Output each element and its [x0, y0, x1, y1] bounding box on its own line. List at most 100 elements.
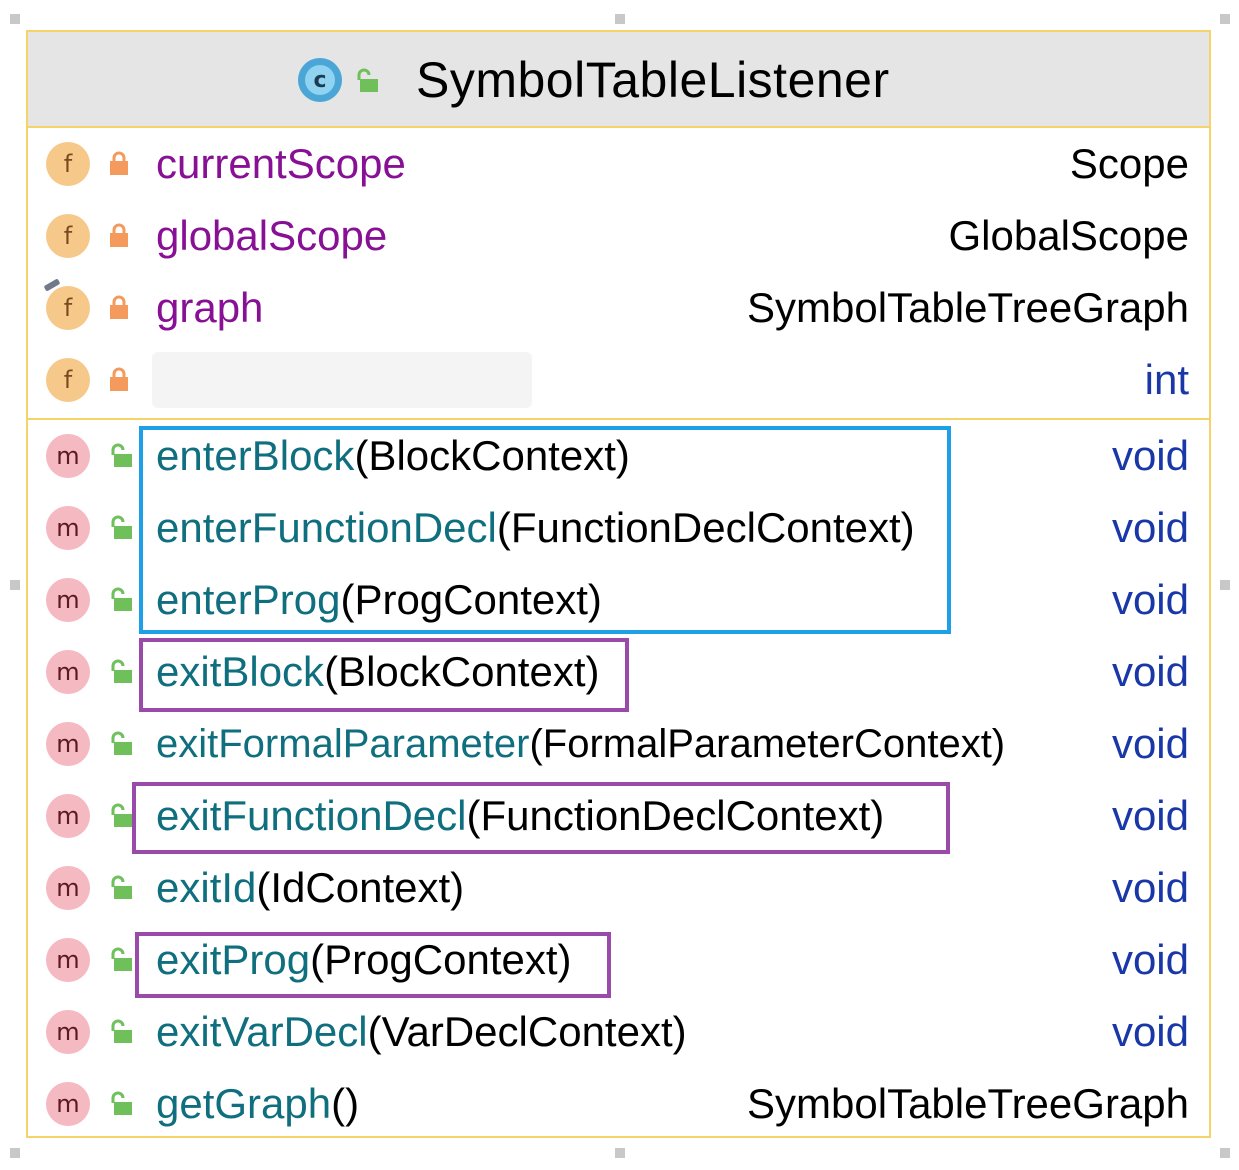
method-signature: enterProg(ProgContext)	[156, 574, 602, 626]
method-row[interactable]: m exitVarDecl(VarDeclContext) void	[28, 996, 1209, 1068]
public-lock-icon	[111, 515, 132, 539]
method-row[interactable]: m exitBlock(BlockContext) void	[28, 636, 1209, 708]
class-icon-letter: c	[305, 65, 335, 95]
method-icon: m	[46, 578, 90, 622]
field-icon: f	[46, 214, 90, 258]
field-row[interactable]: f int	[28, 344, 1209, 416]
method-row[interactable]: m enterFunctionDecl(FunctionDeclContext)…	[28, 492, 1209, 564]
method-icon: m	[46, 506, 90, 550]
public-lock-icon	[111, 875, 132, 899]
class-header[interactable]: c SymbolTableListener	[28, 32, 1209, 128]
method-params: (BlockContext)	[324, 648, 600, 695]
private-lock-icon	[110, 223, 128, 247]
public-lock-icon	[111, 659, 132, 683]
method-return-type: void	[1111, 720, 1189, 767]
resize-handle-bottom-left[interactable]	[10, 1148, 20, 1158]
resize-handle-left[interactable]	[10, 580, 20, 590]
resize-handle-top[interactable]	[615, 14, 625, 24]
method-icon: m	[46, 938, 90, 982]
public-lock-icon	[111, 731, 132, 755]
resize-handle-bottom[interactable]	[615, 1148, 625, 1158]
method-name: exitId	[156, 864, 257, 911]
method-row[interactable]: m exitFunctionDecl(FunctionDeclContext) …	[28, 780, 1209, 852]
method-signature: exitProg(ProgContext)	[156, 934, 572, 986]
field-name: currentScope	[156, 140, 406, 187]
method-name: exitFormalParameter	[156, 722, 530, 766]
field-icon: f	[46, 358, 90, 402]
method-params: (BlockContext)	[354, 432, 630, 479]
method-signature: exitFormalParameter(FormalParameterConte…	[156, 718, 1005, 770]
method-icon: m	[46, 434, 90, 478]
method-return-type: void	[1111, 936, 1189, 983]
method-name: enterBlock	[156, 432, 355, 479]
method-name: exitBlock	[156, 648, 325, 695]
field-row[interactable]: f globalScope GlobalScope	[28, 200, 1209, 272]
method-icon: m	[46, 1010, 90, 1054]
field-row[interactable]: f graph SymbolTableTreeGraph	[28, 272, 1209, 344]
resize-handle-right[interactable]	[1220, 580, 1230, 590]
field-row[interactable]: f currentScope Scope	[28, 128, 1209, 200]
private-lock-icon	[110, 151, 128, 175]
public-lock-icon	[111, 947, 132, 971]
method-icon: m	[46, 650, 90, 694]
method-row[interactable]: m exitId(IdContext) void	[28, 852, 1209, 924]
method-signature: enterBlock(BlockContext)	[156, 430, 630, 482]
public-lock-icon	[111, 443, 132, 467]
private-lock-icon	[110, 367, 128, 391]
method-return-type: void	[1111, 504, 1189, 551]
method-signature: exitBlock(BlockContext)	[156, 646, 599, 698]
method-name: enterProg	[156, 576, 341, 623]
public-lock-icon	[111, 1019, 132, 1043]
method-name: exitProg	[156, 936, 311, 983]
method-signature: exitVarDecl(VarDeclContext)	[156, 1006, 687, 1058]
method-name: exitVarDecl	[156, 1008, 368, 1055]
method-row[interactable]: m exitProg(ProgContext) void	[28, 924, 1209, 996]
highlight-enter-methods	[139, 426, 951, 634]
method-name: getGraph	[156, 1080, 332, 1127]
method-row[interactable]: m enterProg(ProgContext) void	[28, 564, 1209, 636]
field-icon: f	[46, 286, 90, 330]
method-return-type: void	[1111, 1008, 1189, 1055]
method-icon: m	[46, 794, 90, 838]
field-icon: f	[46, 142, 90, 186]
uml-class-box[interactable]: c SymbolTableListener f currentScope Sco…	[26, 30, 1211, 1138]
method-name: enterFunctionDecl	[156, 504, 497, 551]
method-row[interactable]: m enterBlock(BlockContext) void	[28, 420, 1209, 492]
method-row[interactable]: m getGraph() SymbolTableTreeGraph	[28, 1068, 1209, 1140]
public-lock-icon	[111, 803, 132, 827]
private-lock-icon	[110, 295, 128, 319]
method-params: (IdContext)	[256, 864, 465, 911]
method-return-type: SymbolTableTreeGraph	[747, 1080, 1189, 1127]
method-row[interactable]: m exitFormalParameter(FormalParameterCon…	[28, 708, 1209, 780]
method-signature: exitId(IdContext)	[156, 862, 464, 914]
method-icon: m	[46, 1082, 90, 1126]
method-name: exitFunctionDecl	[156, 792, 467, 839]
highlight-exit-prog	[135, 932, 611, 998]
method-signature: getGraph()	[156, 1078, 359, 1130]
public-lock-icon	[357, 68, 378, 92]
method-return-type: void	[1111, 648, 1189, 695]
field-type: Scope	[1069, 140, 1189, 187]
method-icon: m	[46, 866, 90, 910]
highlight-exit-function-decl	[132, 782, 950, 854]
field-type: int	[1144, 356, 1189, 403]
redacted-field-name	[152, 352, 532, 408]
resize-handle-top-right[interactable]	[1220, 14, 1230, 24]
field-type: GlobalScope	[948, 212, 1190, 259]
method-return-type: void	[1111, 432, 1189, 479]
method-params: (FunctionDeclContext)	[496, 504, 915, 551]
field-name: graph	[156, 284, 264, 331]
method-signature: exitFunctionDecl(FunctionDeclContext)	[156, 790, 884, 842]
resize-handle-bottom-right[interactable]	[1220, 1148, 1230, 1158]
highlight-exit-block	[139, 638, 629, 712]
field-name: globalScope	[156, 212, 388, 259]
method-return-type: void	[1111, 576, 1189, 623]
field-type: SymbolTableTreeGraph	[747, 284, 1189, 331]
class-icon: c	[298, 58, 342, 102]
resize-handle-top-left[interactable]	[10, 14, 20, 24]
method-params: (FormalParameterContext)	[529, 722, 1006, 766]
method-params: (FunctionDeclContext)	[466, 792, 885, 839]
public-lock-icon	[111, 1091, 132, 1115]
method-return-type: void	[1111, 864, 1189, 911]
method-return-type: void	[1111, 792, 1189, 839]
